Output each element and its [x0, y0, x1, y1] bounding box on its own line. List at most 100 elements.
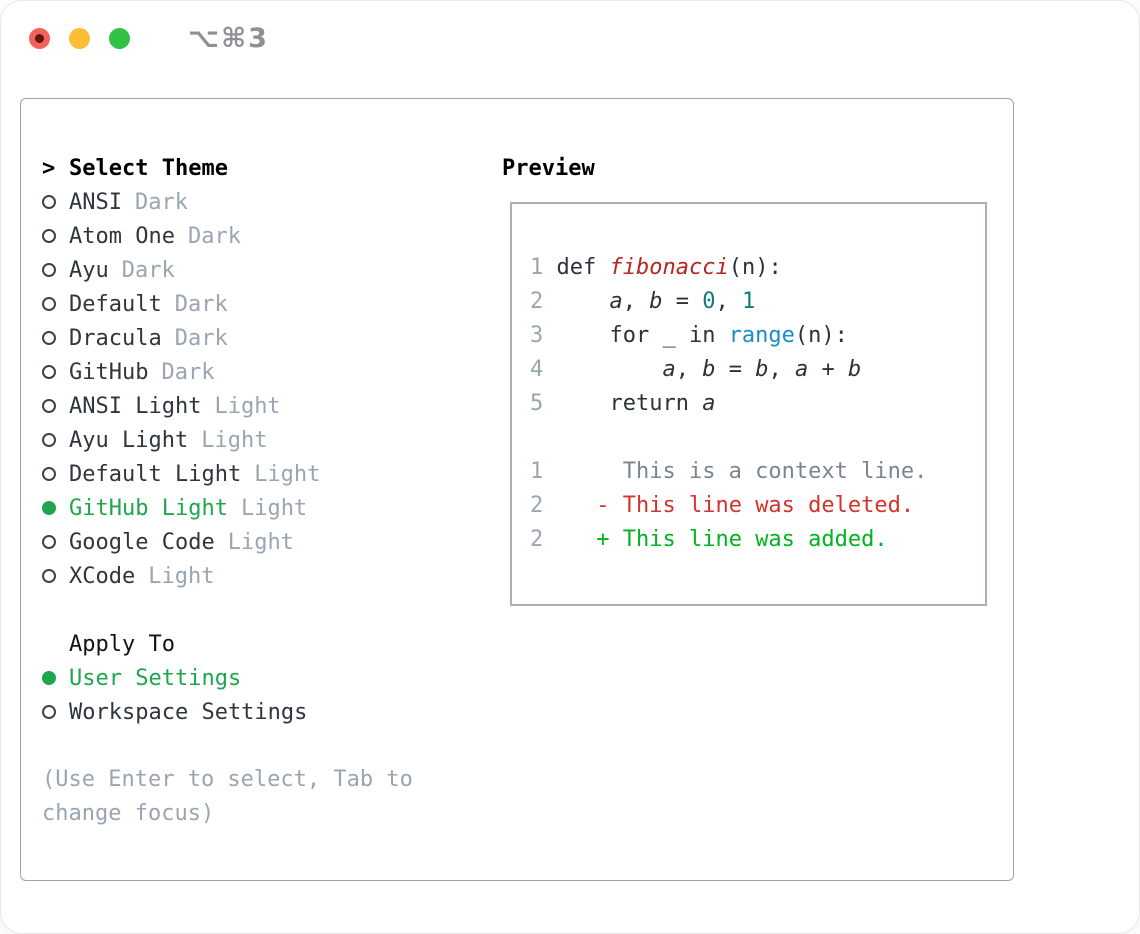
- theme-option-xcode[interactable]: XCode Light: [42, 559, 492, 593]
- code-token: [557, 527, 597, 552]
- radio-on-circle: [42, 671, 56, 685]
- code-token: ,: [768, 357, 795, 382]
- theme-option-default[interactable]: Default Dark: [42, 287, 492, 321]
- apply-option-label: Workspace Settings: [69, 699, 308, 725]
- close-button[interactable]: [29, 27, 50, 49]
- radio-unselected-icon: [42, 365, 69, 379]
- apply-option-label: User Settings: [69, 665, 242, 691]
- theme-option-dracula[interactable]: Dracula Dark: [42, 321, 492, 355]
- diff-preview: 1 This is a context line.2 - This line w…: [530, 455, 985, 557]
- preview-column: Preview 1 def fibonacci(n):2 a, b = 0, 1…: [502, 151, 987, 606]
- theme-name: Ayu Light: [69, 427, 189, 453]
- theme-name: Atom One: [69, 223, 175, 249]
- code-token: (n):: [728, 255, 782, 280]
- radio-off-circle: [42, 297, 56, 311]
- radio-unselected-icon: [42, 229, 69, 243]
- maximize-button[interactable]: [109, 27, 130, 49]
- radio-off-circle: [42, 195, 56, 209]
- theme-variant: Dark: [174, 325, 228, 351]
- radio-off-circle: [42, 535, 56, 549]
- theme-variant: Dark: [174, 291, 228, 317]
- preview-line: 2 - This line was deleted.: [530, 489, 985, 523]
- line-number: 4: [530, 357, 557, 382]
- theme-variant: Light: [201, 427, 268, 453]
- radio-on-circle: [42, 501, 56, 515]
- prompt-icon: >: [42, 155, 56, 181]
- theme-variant: Light: [148, 563, 215, 589]
- minimize-button[interactable]: [69, 27, 90, 49]
- code-token: for _ in: [556, 323, 729, 348]
- theme-name: XCode: [69, 563, 136, 589]
- window-titlebar: ⌥⌘3: [1, 1, 1139, 75]
- window-shortcut-label: ⌥⌘3: [188, 22, 269, 54]
- code-token: a: [794, 357, 809, 382]
- radio-unselected-icon: [42, 467, 69, 481]
- radio-unselected-icon: [42, 331, 69, 345]
- preview-title: Preview: [502, 155, 595, 181]
- radio-selected-icon: [42, 671, 69, 685]
- apply-option-workspace-settings[interactable]: Workspace Settings: [42, 695, 492, 729]
- radio-unselected-icon: [42, 399, 69, 413]
- radio-off-circle: [42, 569, 56, 583]
- theme-name: Default: [69, 291, 162, 317]
- radio-unselected-icon: [42, 195, 69, 209]
- code-token: fibonacci: [609, 255, 729, 280]
- radio-off-circle: [42, 433, 56, 447]
- code-token: ,: [715, 289, 742, 314]
- radio-off-circle: [42, 263, 56, 277]
- radio-unselected-icon: [42, 433, 69, 447]
- line-number: 2: [530, 493, 557, 518]
- code-token: b: [649, 289, 663, 314]
- theme-name: Default Light: [69, 461, 242, 487]
- radio-unselected-icon: [42, 705, 69, 719]
- line-number: 2: [530, 527, 557, 552]
- select-theme-header: > Select Theme: [42, 151, 492, 185]
- theme-name: Ayu: [69, 257, 109, 283]
- code-token: 1: [741, 289, 756, 314]
- radio-off-circle: [42, 365, 56, 379]
- radio-unselected-icon: [42, 535, 69, 549]
- apply-to-header: Apply To: [42, 627, 492, 661]
- code-token: (n):: [794, 323, 848, 348]
- preview-line: 1 This is a context line.: [530, 455, 985, 489]
- line-number: 5: [530, 391, 557, 416]
- code-token: - This line was deleted.: [596, 493, 915, 518]
- preview-line: 3 for _ in range(n):: [530, 319, 985, 353]
- line-number: 1: [530, 255, 557, 280]
- radio-off-circle: [42, 331, 56, 345]
- code-token: ,: [622, 289, 650, 314]
- theme-name: Dracula: [69, 325, 162, 351]
- code-token: b: [847, 357, 862, 382]
- theme-variant: Dark: [121, 257, 175, 283]
- theme-option-ayu-light[interactable]: Ayu Light Light: [42, 423, 492, 457]
- apply-option-user-settings[interactable]: User Settings: [42, 661, 492, 695]
- theme-name: Google Code: [69, 529, 215, 555]
- preview-line: 4 a, b = b, a + b: [530, 353, 985, 387]
- line-number: 1: [530, 459, 557, 484]
- code-token: a: [702, 391, 716, 416]
- theme-variant: Dark: [161, 359, 215, 385]
- code-token: + This line was added.: [596, 527, 888, 552]
- theme-option-ayu[interactable]: Ayu Dark: [42, 253, 492, 287]
- code-token: def: [556, 255, 610, 280]
- code-token: return: [556, 391, 703, 416]
- theme-variant: Dark: [134, 189, 188, 215]
- radio-selected-icon: [42, 501, 69, 515]
- code-token: [557, 493, 597, 518]
- radio-off-circle: [42, 705, 56, 719]
- theme-name: ANSI Light: [69, 393, 202, 419]
- theme-name: GitHub Light: [69, 495, 228, 521]
